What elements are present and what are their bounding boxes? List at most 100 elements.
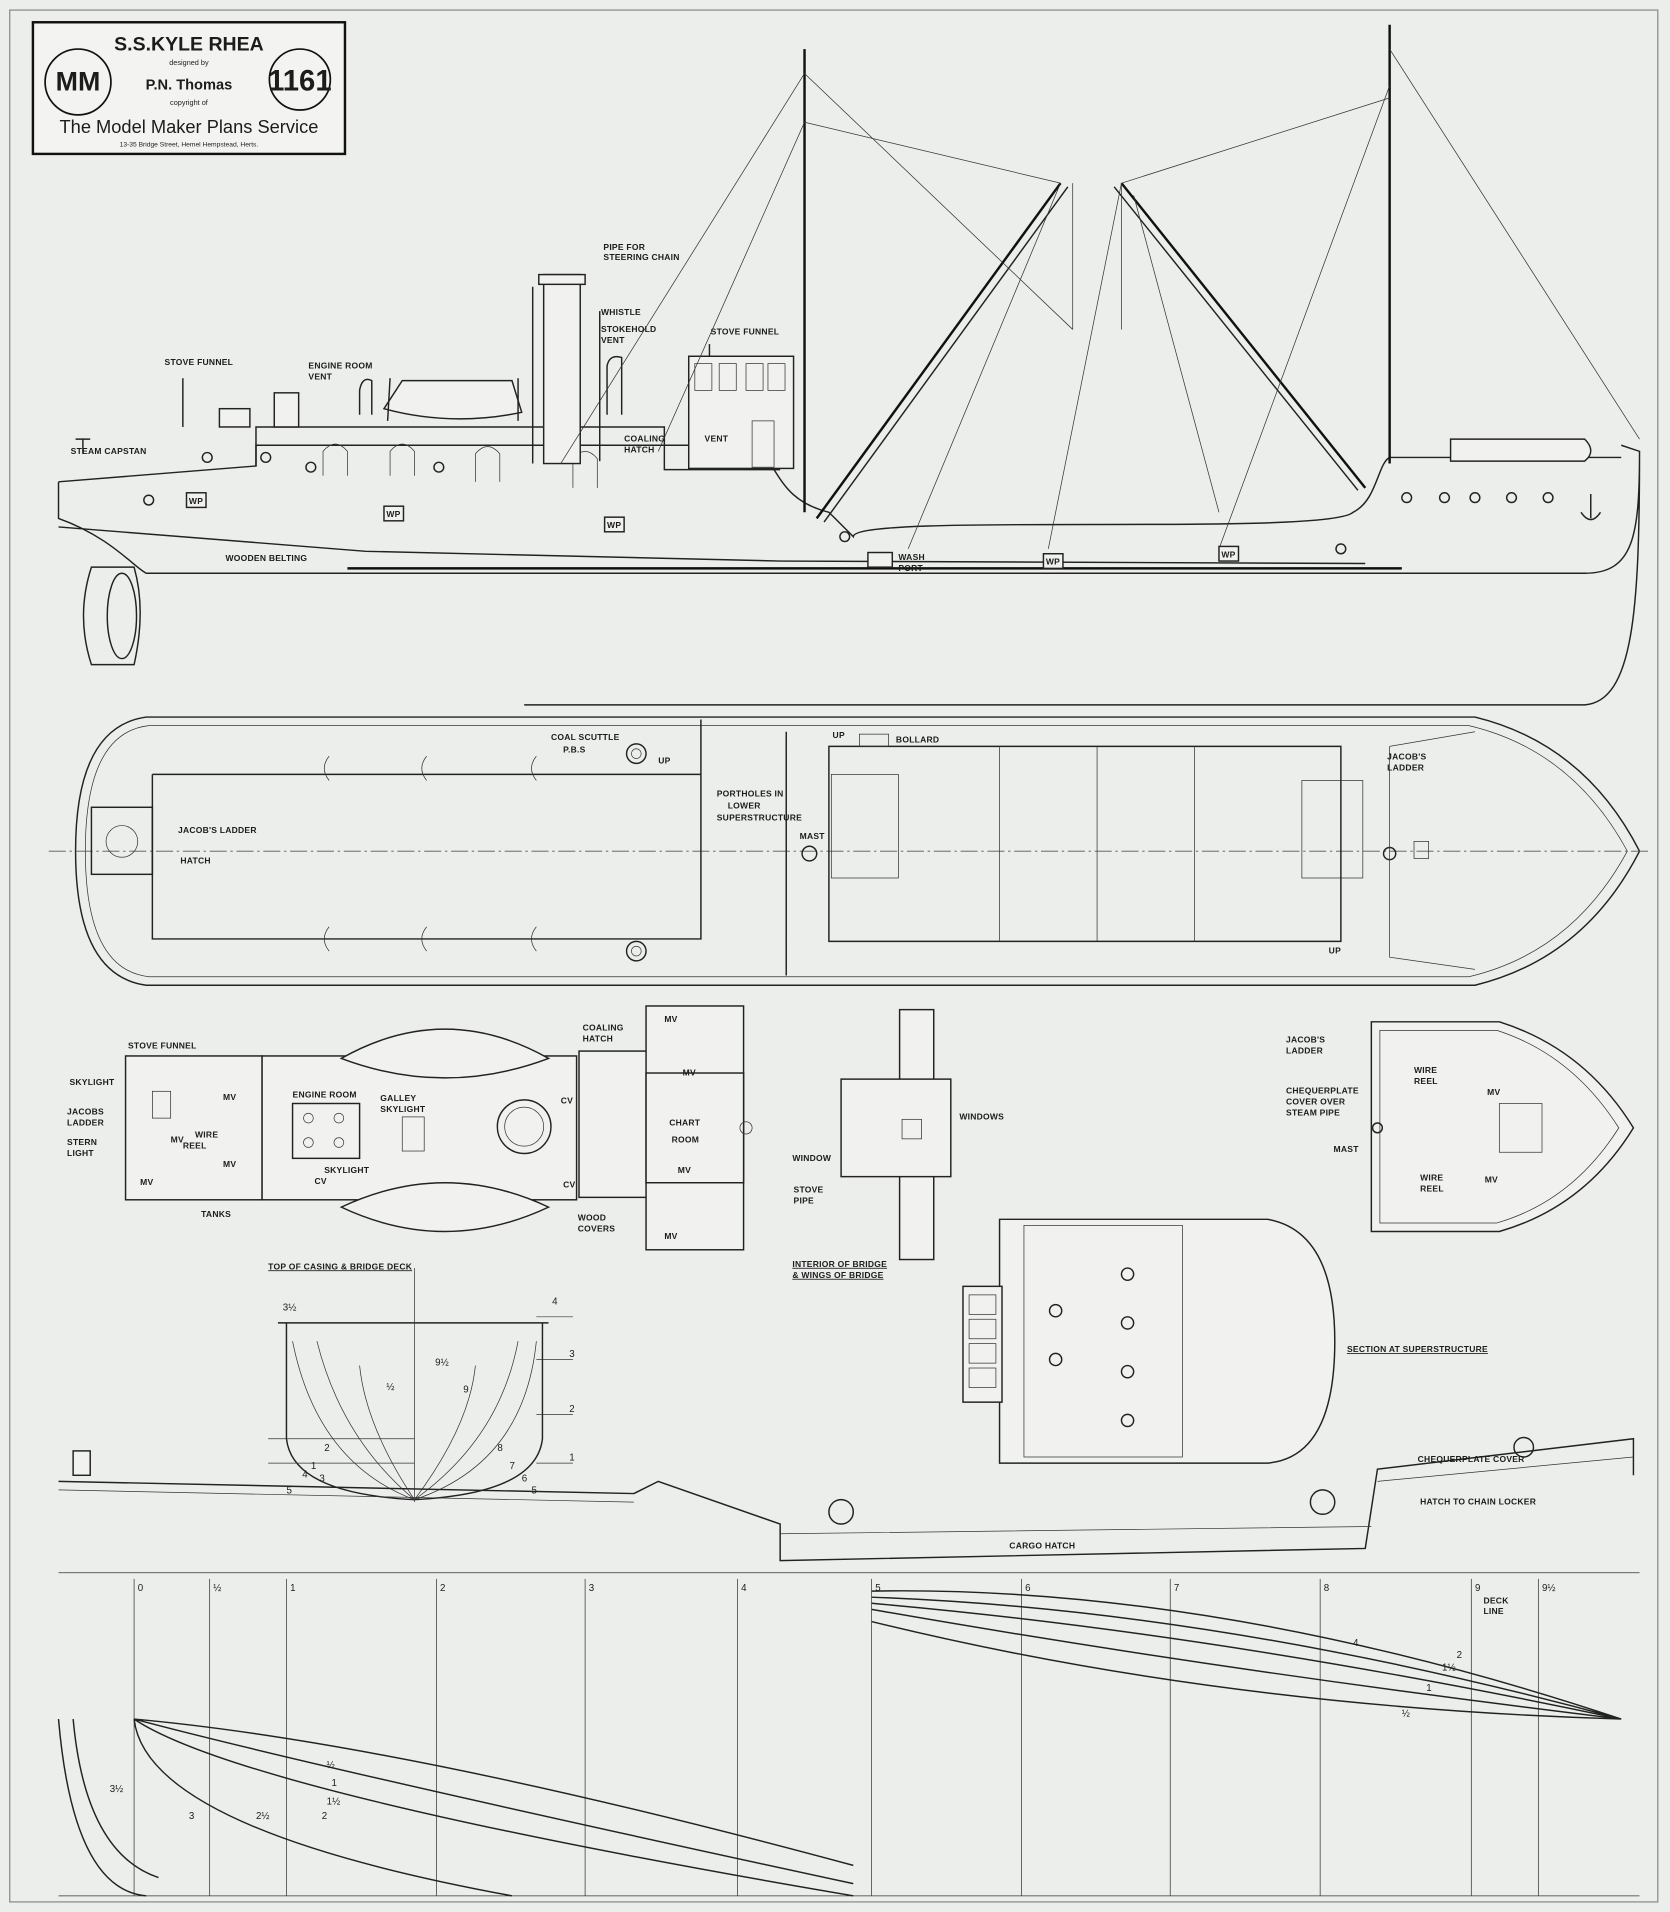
label-light: LIGHT bbox=[67, 1148, 94, 1158]
label-chequerplate: CHEQUERPLATE bbox=[1286, 1086, 1359, 1096]
winch-drum bbox=[828, 1498, 855, 1525]
half-breadth-numbers: ½ 1 1½ 2 2½ 3 3½ 4 ½ 1 1½ 2 bbox=[110, 1638, 1462, 1822]
label-wire: WIRE bbox=[195, 1130, 218, 1140]
label-reel: REEL bbox=[1420, 1183, 1444, 1193]
label-wash: WASH bbox=[898, 552, 925, 562]
lifeboat bbox=[382, 379, 523, 420]
svg-text:3½: 3½ bbox=[110, 1784, 124, 1795]
svg-text:½: ½ bbox=[327, 1760, 335, 1771]
label-line: LINE bbox=[1483, 1606, 1503, 1616]
label-bollard: BOLLARD bbox=[896, 735, 939, 745]
label-port: PORT bbox=[898, 563, 923, 573]
svg-text:1: 1 bbox=[569, 1453, 574, 1464]
label-steering-chain: STEERING CHAIN bbox=[603, 252, 679, 262]
caption-section-at-superstructure: SECTION AT SUPERSTRUCTURE bbox=[1347, 1344, 1488, 1354]
svg-text:2: 2 bbox=[324, 1443, 329, 1454]
label-coal-scuttle: COAL SCUTTLE bbox=[551, 732, 620, 742]
svg-text:4: 4 bbox=[552, 1297, 558, 1308]
superstructure-section: SECTION AT SUPERSTRUCTURE bbox=[962, 1218, 1488, 1464]
bollard bbox=[859, 733, 890, 747]
label-mv: MV bbox=[171, 1135, 184, 1145]
label-cv: CV bbox=[561, 1095, 573, 1105]
coal-scuttle bbox=[625, 743, 647, 765]
lifeboat-plan bbox=[339, 1028, 551, 1079]
designer-name: P.N. Thomas bbox=[146, 77, 233, 93]
label-hatch-to-chain-locker: HATCH TO CHAIN LOCKER bbox=[1420, 1497, 1536, 1507]
label-jacobs: JACOBS bbox=[67, 1106, 104, 1116]
caption-interior-of-bridge: INTERIOR OF BRIDGE bbox=[792, 1259, 887, 1269]
label-mv: MV bbox=[1485, 1175, 1498, 1185]
galley-skylight bbox=[401, 1116, 425, 1152]
svg-text:1: 1 bbox=[1426, 1683, 1431, 1694]
deck-outline bbox=[74, 716, 1641, 986]
svg-text:2: 2 bbox=[322, 1811, 327, 1822]
rudder bbox=[82, 566, 141, 666]
label-skylight: SKYLIGHT bbox=[324, 1165, 370, 1175]
label-galley-skylight: SKYLIGHT bbox=[380, 1104, 426, 1114]
steam-capstan-profile bbox=[72, 1450, 91, 1477]
svg-text:1: 1 bbox=[311, 1461, 316, 1472]
svg-text:4: 4 bbox=[1353, 1638, 1359, 1649]
label-skylight: SKYLIGHT bbox=[69, 1077, 115, 1087]
label-engine-room: ENGINE ROOM bbox=[308, 360, 372, 370]
label-wp: WP bbox=[1221, 549, 1235, 559]
casing-plan: STOVE FUNNEL SKYLIGHT JACOBS LADDER STER… bbox=[67, 1005, 753, 1271]
label-wp: WP bbox=[189, 496, 203, 506]
lifeboat-plan bbox=[339, 1182, 551, 1233]
label-coaling: COALING bbox=[624, 434, 665, 444]
label-reel: REEL bbox=[1414, 1076, 1438, 1086]
logo-text: MM bbox=[56, 67, 101, 97]
label-stove-funnel: STOVE FUNNEL bbox=[128, 1041, 197, 1051]
label-vent: VENT bbox=[705, 434, 729, 444]
station-label: ½ bbox=[213, 1583, 221, 1594]
label-coaling-hatch: HATCH bbox=[624, 445, 654, 455]
label-wire: WIRE bbox=[1414, 1065, 1437, 1075]
station-label: 6 bbox=[1025, 1583, 1030, 1594]
mm-logo bbox=[44, 48, 112, 116]
deck-profile: CHEQUERPLATE COVER HATCH TO CHAIN LOCKER… bbox=[58, 1436, 1635, 1562]
svg-text:8: 8 bbox=[497, 1443, 502, 1454]
funnel bbox=[542, 273, 581, 465]
caption-wings-of-bridge: & WINGS OF BRIDGE bbox=[792, 1270, 883, 1280]
wash-port bbox=[867, 551, 894, 568]
label-engine-room-vent: VENT bbox=[308, 371, 332, 381]
label-wp: WP bbox=[386, 509, 400, 519]
label-jacobs: JACOB'S bbox=[1387, 752, 1426, 762]
label-room: ROOM bbox=[672, 1135, 699, 1145]
bridge-interior-plan: WINDOW WINDOWS STOVE PIPE INTERIOR OF BR… bbox=[792, 1008, 1004, 1280]
label-jacobs: JACOB'S bbox=[1286, 1035, 1325, 1045]
station-label: 3 bbox=[589, 1583, 594, 1594]
engine-room-vent bbox=[358, 378, 373, 415]
station-label: 2 bbox=[440, 1583, 445, 1594]
svg-text:2: 2 bbox=[1457, 1650, 1462, 1661]
label-up: UP bbox=[833, 730, 845, 740]
station-label: 5 bbox=[875, 1583, 881, 1594]
label-mv: MV bbox=[223, 1092, 236, 1102]
copyright-line: copyright of bbox=[170, 98, 209, 107]
portholes bbox=[143, 451, 1554, 555]
sheet-border bbox=[9, 9, 1659, 1903]
plan-number: 1161 bbox=[268, 66, 331, 98]
label-steam-pipe: STEAM PIPE bbox=[1286, 1108, 1340, 1118]
label-cv: CV bbox=[314, 1176, 326, 1186]
steam-capstan bbox=[75, 438, 91, 454]
label-mast: MAST bbox=[800, 831, 826, 841]
label-stove-funnel-fwd: STOVE FUNNEL bbox=[711, 326, 780, 336]
aft-derrick bbox=[815, 182, 1062, 520]
ship-name: S.S.KYLE RHEA bbox=[114, 33, 264, 55]
label-superstructure: SUPERSTRUCTURE bbox=[717, 813, 802, 823]
stokehold-vent bbox=[606, 355, 623, 415]
svg-text:3: 3 bbox=[319, 1473, 324, 1484]
station-label: 7 bbox=[1174, 1583, 1179, 1594]
svg-text:2: 2 bbox=[569, 1404, 574, 1415]
label-hatch: HATCH bbox=[583, 1033, 613, 1043]
profile-view: PIPE FOR STEERING CHAIN WHISTLE STOKEHOL… bbox=[57, 24, 1641, 706]
windlass bbox=[1498, 1103, 1543, 1153]
svg-text:1: 1 bbox=[332, 1778, 337, 1789]
label-up: UP bbox=[658, 755, 670, 765]
label-mv: MV bbox=[140, 1177, 153, 1187]
skylight bbox=[152, 1090, 172, 1119]
svg-text:7: 7 bbox=[510, 1461, 515, 1472]
label-covers: COVERS bbox=[578, 1223, 616, 1233]
label-mv: MV bbox=[683, 1067, 696, 1077]
